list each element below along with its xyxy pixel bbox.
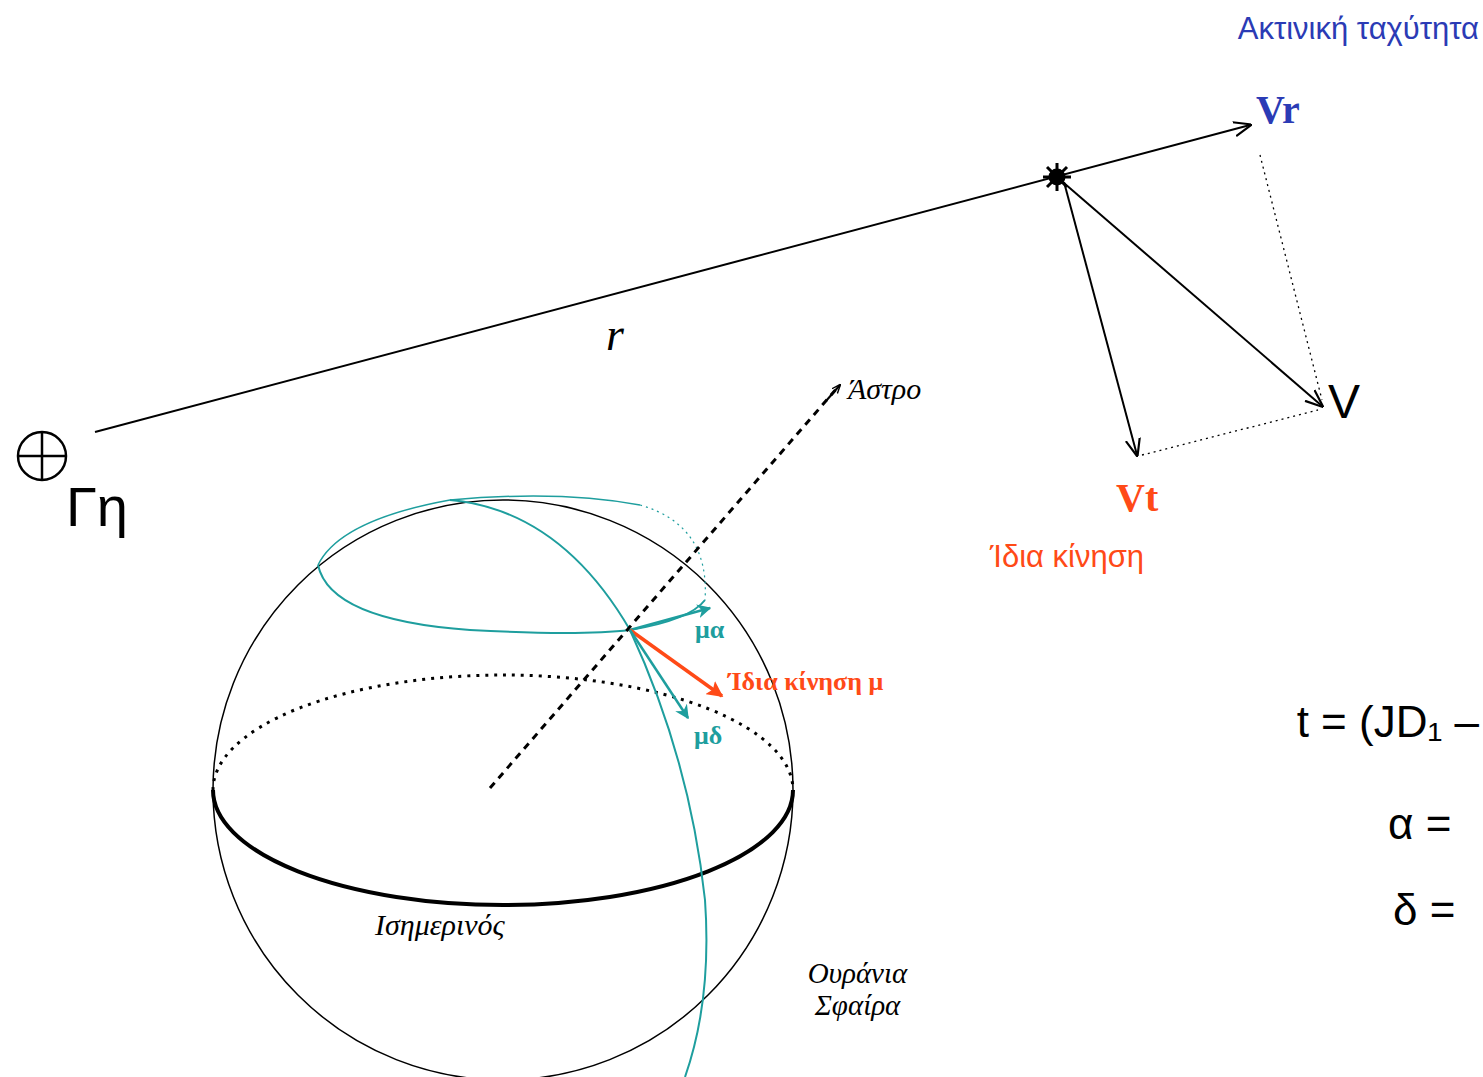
component-label: μα	[695, 616, 724, 645]
axis-title: Ακτινική ταχύτητα	[1238, 12, 1479, 46]
vector-label: V	[1328, 376, 1360, 429]
dotted-guide	[1142, 410, 1318, 455]
star-direction	[490, 387, 838, 788]
proper-motion-label: Ίδια κίνηση μ	[728, 668, 883, 697]
star-label: Άστρο	[848, 372, 921, 405]
vector-label: Vt	[1116, 476, 1158, 520]
celestial-sphere	[213, 496, 793, 1077]
dotted-guide	[1260, 155, 1322, 400]
tangential-vector	[1064, 182, 1137, 455]
component-label: μδ	[694, 722, 722, 751]
star-symbol	[1043, 163, 1071, 191]
equator-label: Ισημερινός	[375, 908, 505, 941]
formula-text: δ =	[1393, 886, 1455, 934]
proper-motion-label: Ίδια κίνηση	[990, 540, 1144, 574]
sight-line	[95, 125, 1250, 432]
mu-delta-arrow	[630, 630, 688, 718]
formula-text: α =	[1388, 800, 1451, 848]
earth-symbol	[18, 432, 66, 480]
formula-text: t = (JD₁ –	[1297, 698, 1479, 746]
velocity-vector	[1057, 177, 1322, 406]
vector-label: Vr	[1256, 88, 1300, 132]
sphere-label: Ουράνια Σφαίρα	[770, 958, 945, 1022]
distance-label: r	[606, 310, 624, 361]
star-direction-head	[826, 385, 840, 401]
earth-label: Γη	[66, 476, 128, 538]
